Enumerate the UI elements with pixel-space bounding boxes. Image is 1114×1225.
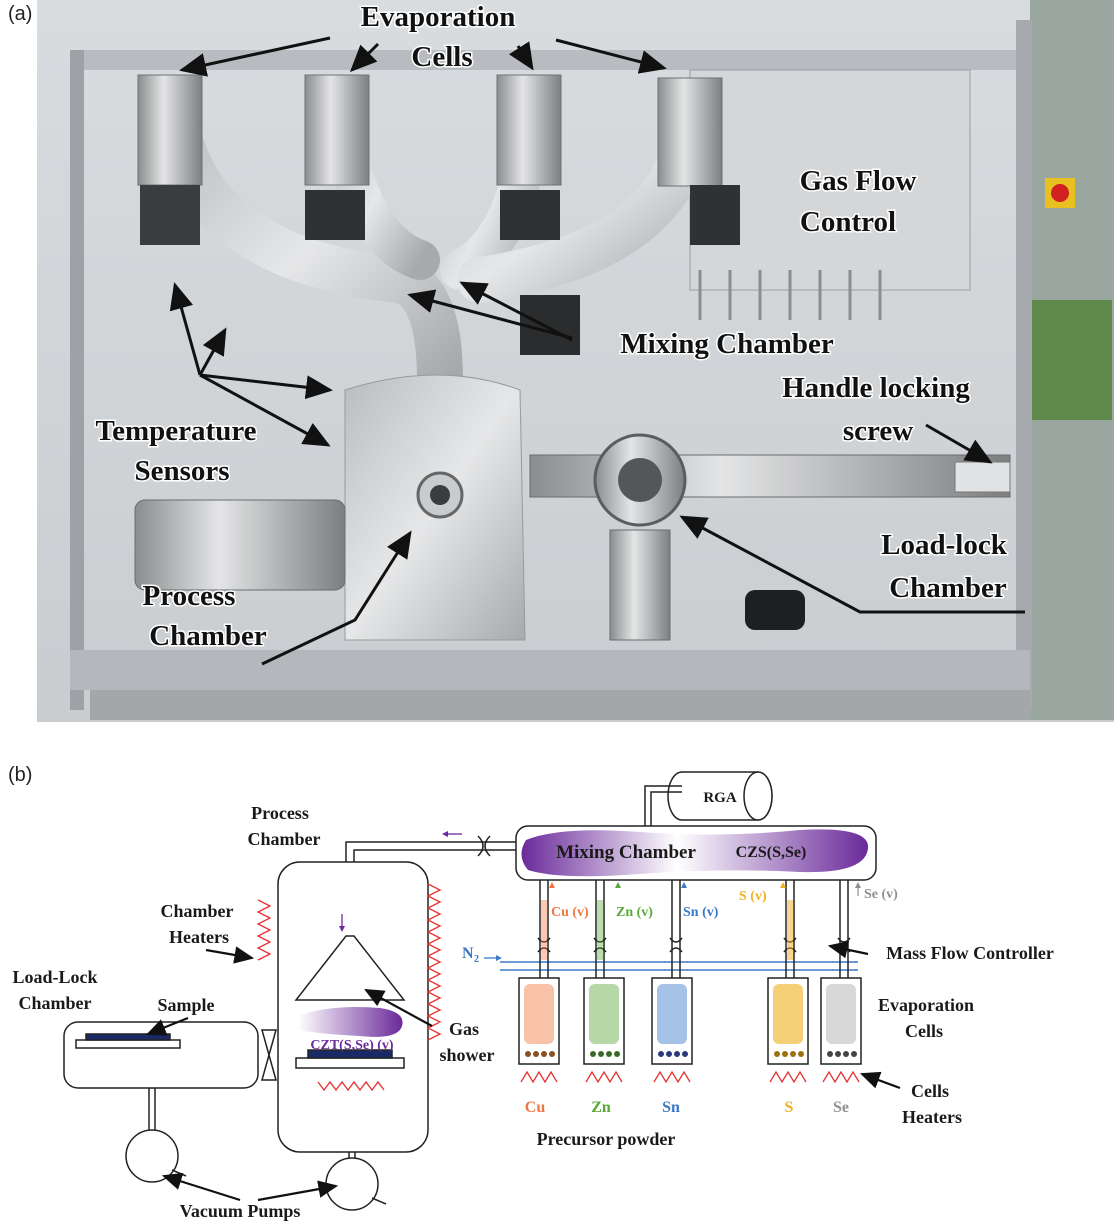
label-b-mixing: Mixing Chamber [556,842,696,863]
panel-a-tag: (a) [8,3,33,25]
panel-b-pointer-arrows [145,941,901,1202]
label-b-loadlock-line1: Load-Lock [12,967,97,987]
label-process-line1: Process [143,580,236,612]
panel-b-tag: (b) [8,764,33,786]
label-b-czt: CZT(S,Se) (v) [310,1038,394,1053]
label-temperature-line1: Temperature [95,415,256,447]
label-b-evap-line2: Cells [905,1021,943,1041]
label-evaporation-cells-line2: Cells [411,41,472,73]
label-sn: Sn [662,1099,680,1116]
label-zn: Zn [591,1099,611,1116]
label-s: S [785,1099,794,1116]
label-b-process-line2: Chamber [248,829,321,849]
label-b-gas-line1: Gas [449,1019,479,1039]
label-b-sample: Sample [157,995,214,1015]
label-zn-v: Zn (v) [616,905,653,920]
label-handle-line1: Handle locking [782,372,970,404]
label-gas-flow-line2: Control [800,206,896,238]
label-loadlock-line1: Load-lock [881,529,1008,561]
label-b-cells-heat-line1: Cells [911,1081,949,1101]
label-loadlock-line2: Chamber [889,572,1007,604]
label-b-heaters-line1: Chamber [161,901,234,921]
label-b-n2-sub: 2 [474,954,479,965]
label-s-v: S (v) [739,889,767,904]
panel-b-color-fills [298,829,869,1057]
label-temperature-line2: Sensors [134,455,229,487]
label-sn-v: Sn (v) [683,905,719,920]
panel-b-heaters [256,883,860,1092]
label-b-cells-heat-line2: Heaters [902,1107,962,1127]
label-b-evap-line1: Evaporation [878,995,974,1015]
label-rga: RGA [703,790,737,806]
label-b-precursor: Precursor powder [537,1129,676,1149]
label-b-mfc: Mass Flow Controller [886,943,1054,963]
panel-b-element-labels: Cu Zn Sn S Se Cu (v) Zn (v) Sn (v) S (v)… [525,887,898,1116]
label-mixing-chamber: Mixing Chamber [620,328,834,360]
panel-b-labels: RGA Process Chamber Mixing Chamber CZS(S… [12,790,1053,1221]
label-b-gas-line2: shower [440,1045,495,1065]
label-se-v: Se (v) [864,887,898,902]
panel-a-labels: Evaporation Cells Gas Flow Control Mixin… [94,0,1009,654]
label-cu-v: Cu (v) [551,905,589,920]
panel-b-flow-arrows [339,831,861,961]
label-b-loadlock-line2: Chamber [19,993,92,1013]
label-b-n2: N [462,945,474,962]
label-process-line2: Chamber [149,620,267,652]
label-se: Se [833,1099,849,1116]
label-b-heaters-line2: Heaters [169,927,229,947]
label-cu: Cu [525,1099,546,1116]
label-handle-line2: screw [843,415,913,447]
panel-a-photo [37,0,1114,722]
label-gas-flow-line1: Gas Flow [800,165,917,197]
label-evaporation-cells-line1: Evaporation [361,1,516,33]
label-b-vacuum: Vacuum Pumps [180,1201,301,1221]
label-b-czs: CZS(S,Se) [736,844,807,861]
label-b-process-line1: Process [251,803,309,823]
panel-a-arrows [169,36,1025,666]
